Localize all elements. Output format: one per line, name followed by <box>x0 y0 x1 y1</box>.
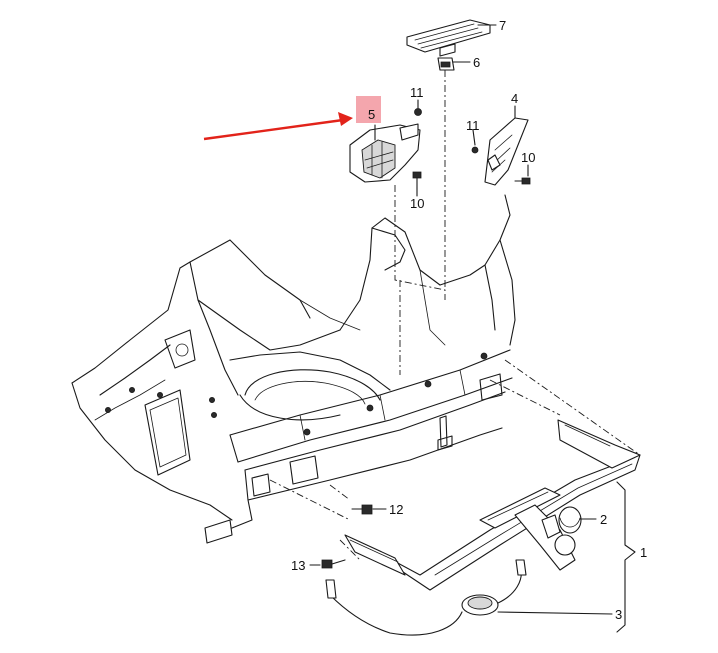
callout-1: 1 <box>640 545 647 560</box>
panel-studs <box>105 352 488 436</box>
callout-3: 3 <box>615 607 622 622</box>
part-7-cover <box>406 19 491 57</box>
vehicle-rear-body <box>71 194 516 544</box>
fasteners <box>321 108 531 569</box>
callout-11-top: 11 <box>410 85 424 100</box>
part-3-release-cable <box>325 559 527 636</box>
installation-lines <box>269 70 641 561</box>
callout-13: 13 <box>291 558 305 573</box>
part-2-cap <box>558 506 582 534</box>
highlight-box-5 <box>356 96 381 123</box>
callout-10-right: 10 <box>521 150 535 165</box>
part-4-bracket <box>484 117 529 186</box>
callout-10-bottom: 10 <box>410 196 424 211</box>
callout-12: 12 <box>389 502 403 517</box>
callout-7: 7 <box>499 18 506 33</box>
callout-5: 5 <box>368 107 375 122</box>
callout-6: 6 <box>473 55 480 70</box>
red-arrow <box>203 112 353 141</box>
callout-11-right: 11 <box>466 118 480 133</box>
callout-2: 2 <box>600 512 607 527</box>
leader-lines <box>309 24 636 633</box>
part-1-towbar <box>344 419 641 591</box>
callout-labels: 7 6 4 5 11 11 10 10 12 13 2 1 3 <box>291 18 647 622</box>
callout-4: 4 <box>511 91 518 106</box>
part-5-bracket <box>349 123 421 183</box>
part-6-clip <box>437 57 455 71</box>
